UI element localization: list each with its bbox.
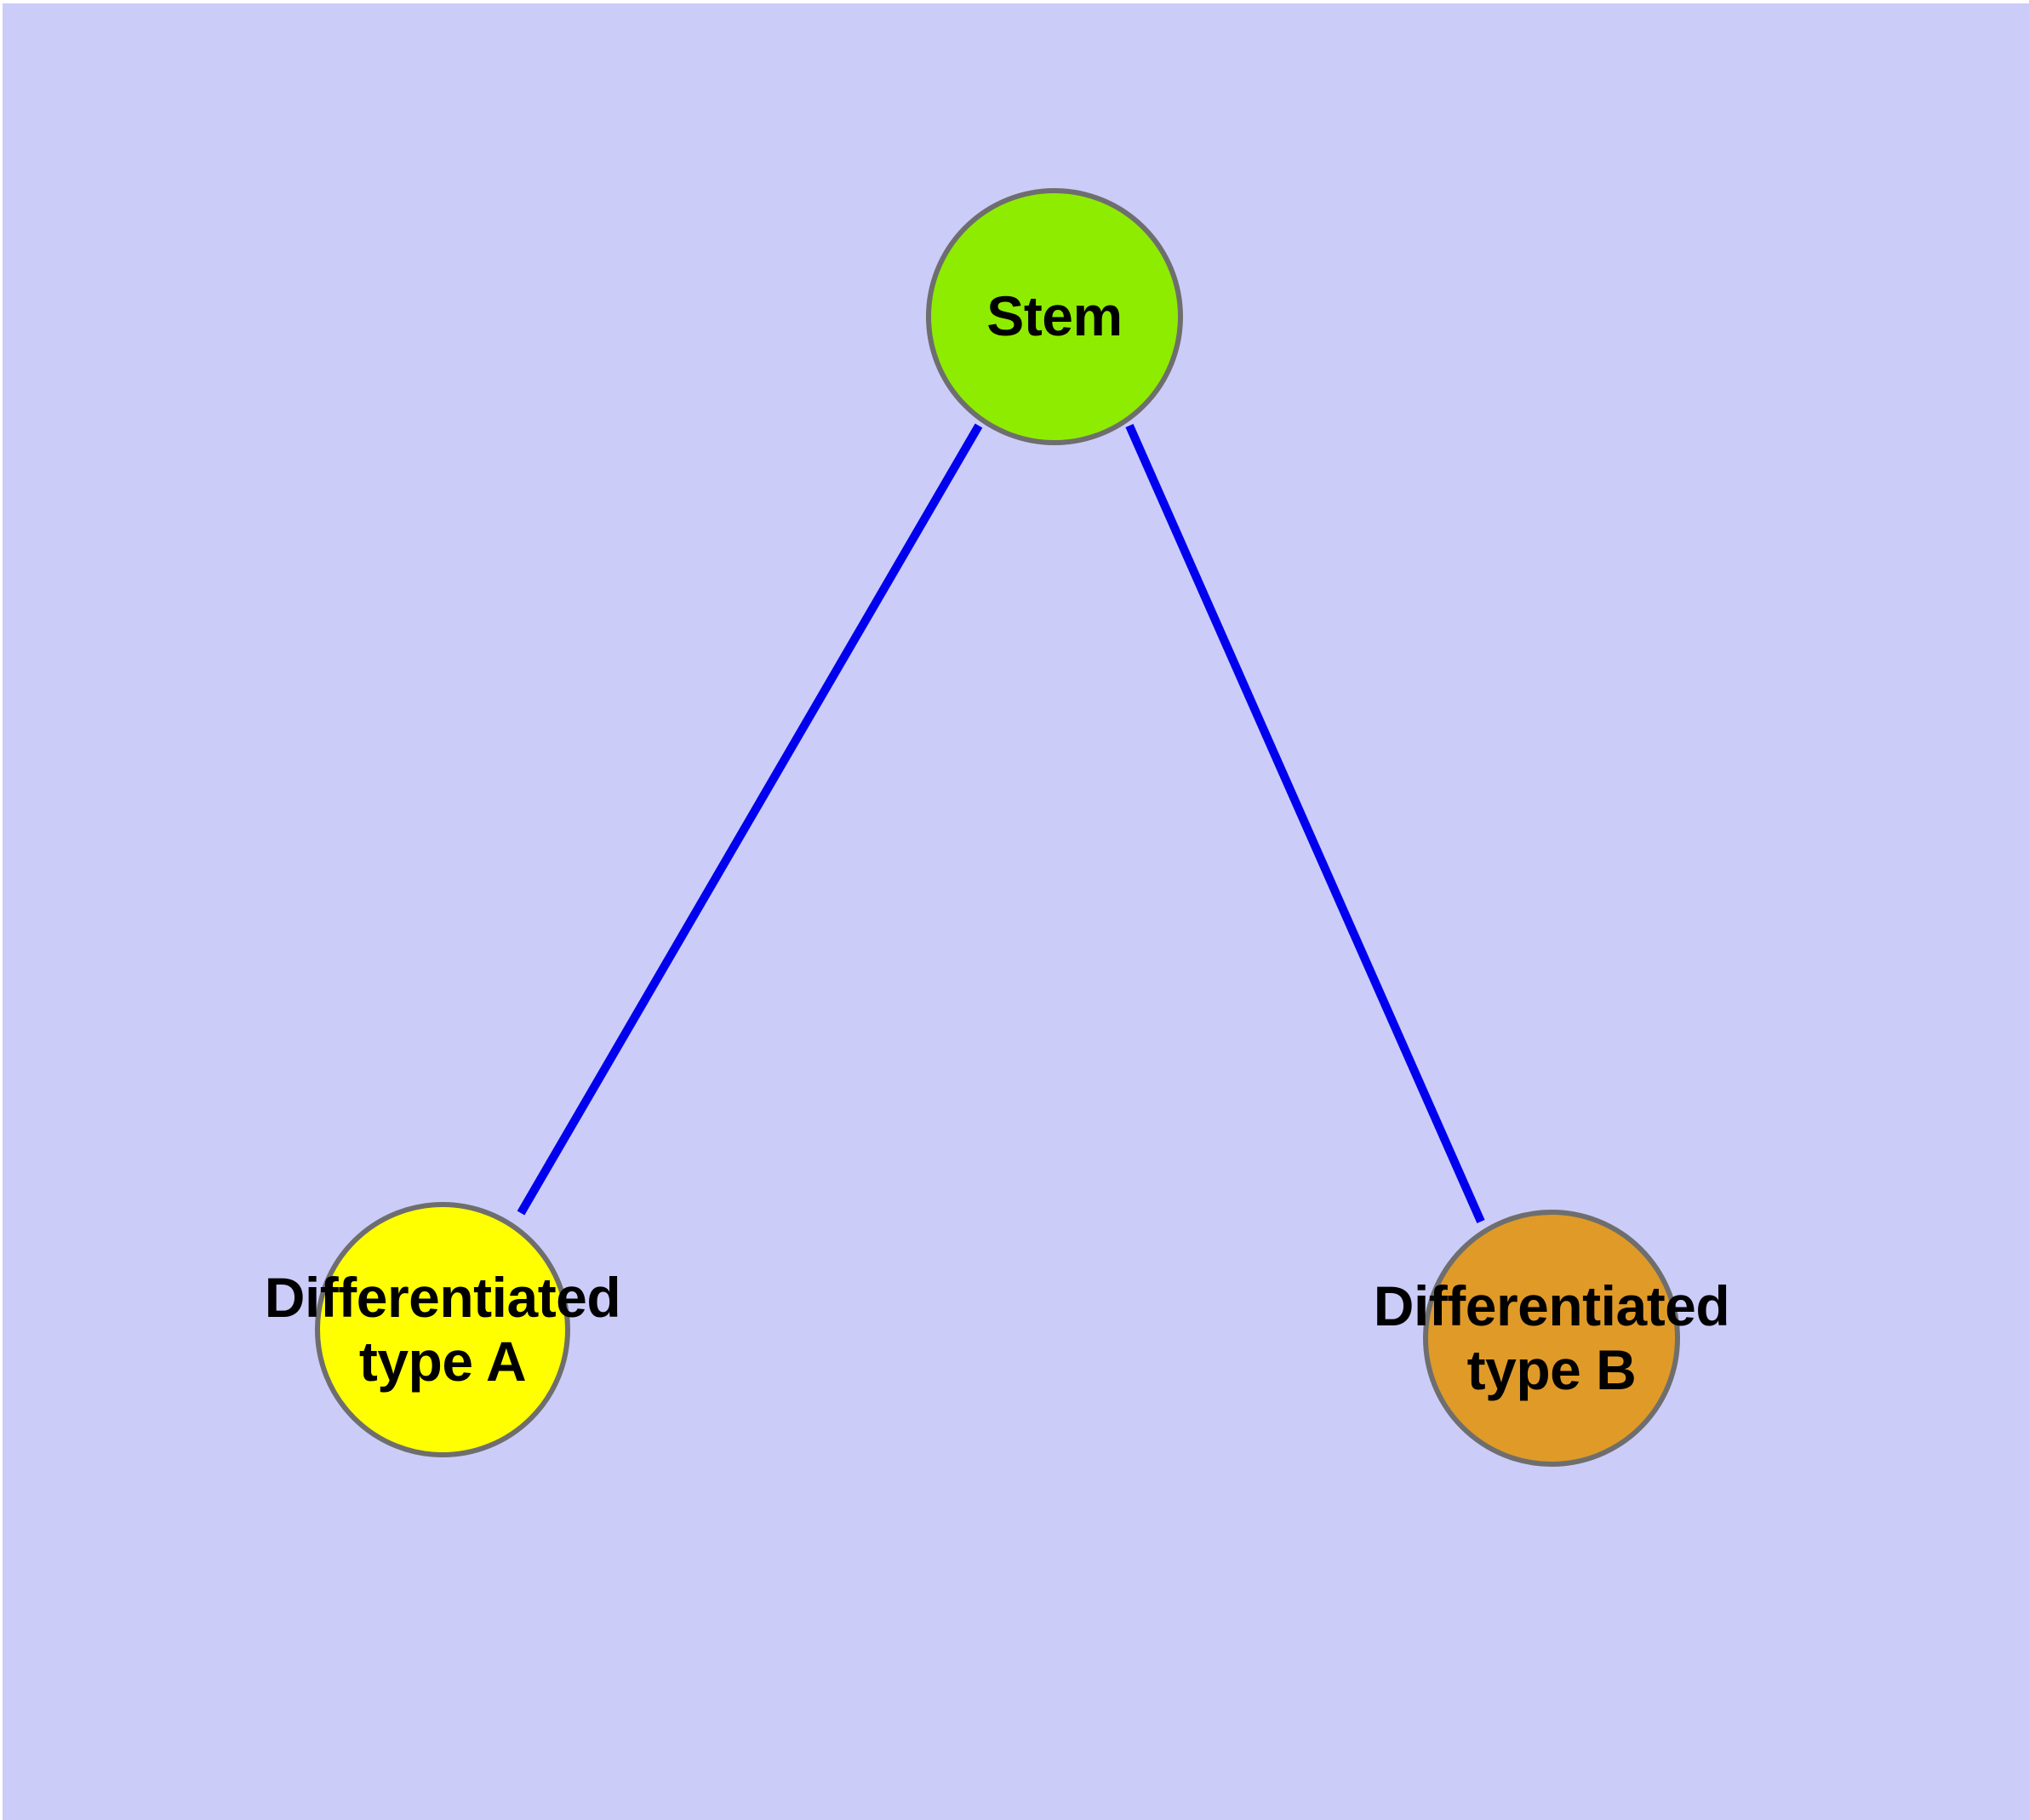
edge-stem-to-a	[517, 423, 983, 1216]
node-differentiated-type-b[interactable]	[1423, 1210, 1680, 1467]
edge-stem-to-b	[1125, 423, 1485, 1224]
node-stem[interactable]	[926, 188, 1183, 445]
node-differentiated-type-a[interactable]	[315, 1202, 570, 1457]
